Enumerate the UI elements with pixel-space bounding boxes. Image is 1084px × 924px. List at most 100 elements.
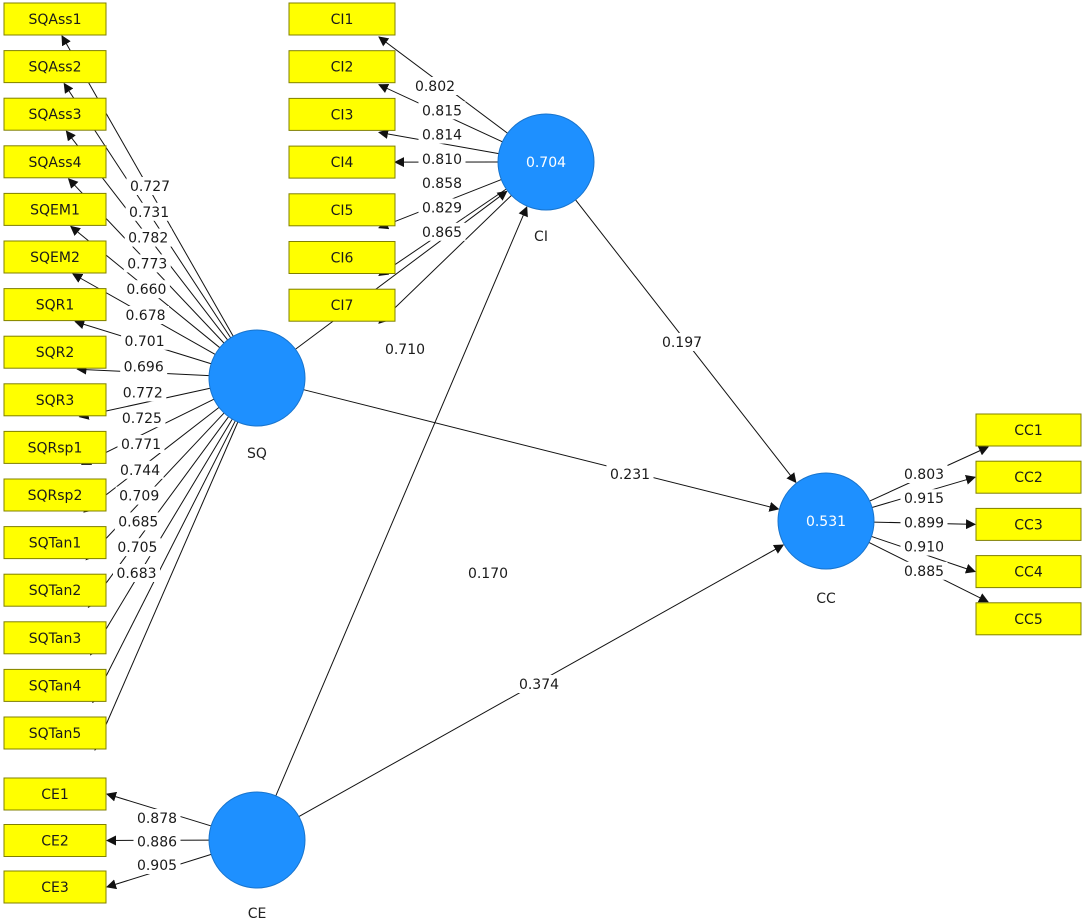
loading-label-ci4-value: 0.810 (422, 152, 462, 168)
indicator-cc4[interactable]: CC4 (975, 555, 1082, 589)
indicator-sqtan2[interactable]: SQTan2 (3, 573, 107, 607)
path-coef-sq-ci: 0.710 (381, 340, 429, 358)
indicator-label: SQTan1 (29, 536, 82, 552)
indicator-sqem2[interactable]: SQEM2 (3, 240, 107, 274)
indicator-ce2[interactable]: CE2 (3, 824, 107, 857)
indicator-box (3, 478, 107, 512)
loading-label-sqr1: 0.701 (121, 331, 169, 350)
indicator-label: SQR1 (36, 298, 75, 314)
loading-label-ce3-value: 0.905 (137, 858, 177, 874)
loading-label-sqtan4: 0.705 (113, 538, 161, 557)
loading-label-ce2: 0.886 (133, 832, 181, 851)
loading-label-sqass3: 0.782 (124, 228, 172, 247)
path-coef-ce-ci: 0.170 (464, 564, 512, 582)
loading-arrow-sqtan1 (85, 412, 225, 561)
indicator-ci7[interactable]: CI7 (288, 288, 396, 322)
indicator-cc5[interactable]: CC5 (975, 602, 1082, 636)
indicator-sqtan3[interactable]: SQTan3 (3, 621, 107, 655)
indicator-cc3[interactable]: CC3 (975, 507, 1082, 541)
indicator-sqass3[interactable]: SQAss3 (3, 97, 107, 131)
indicator-sqr1[interactable]: SQR1 (3, 288, 107, 322)
loading-label-sqr3-value: 0.772 (123, 385, 163, 401)
path-coef-sq-cc: 0.231 (606, 465, 654, 483)
indicator-sqtan5[interactable]: SQTan5 (3, 716, 107, 750)
loading-label-cc1-value: 0.803 (904, 467, 944, 483)
indicator-sqrsp1[interactable]: SQRsp1 (3, 430, 107, 464)
path-arrow-ce-to-ci (275, 206, 528, 797)
loading-label-sqtan5-value: 0.683 (116, 566, 156, 582)
path-coef-ce-cc: 0.374 (515, 675, 563, 693)
loading-label-ci1-value: 0.802 (415, 79, 455, 95)
latent-ce[interactable]: CE (208, 791, 306, 922)
path-coef-ci-cc-value: 0.197 (662, 335, 702, 351)
indicator-box (975, 413, 1082, 447)
indicator-box (3, 573, 107, 607)
latent-name: CC (816, 591, 836, 607)
latent-circle (497, 113, 595, 211)
indicator-cc2[interactable]: CC2 (975, 460, 1082, 494)
indicator-label: SQAss2 (29, 60, 82, 76)
indicator-sqass4[interactable]: SQAss4 (3, 145, 107, 179)
indicator-label: CE1 (41, 787, 69, 803)
indicator-box (3, 824, 107, 857)
indicator-sqr3[interactable]: SQR3 (3, 383, 107, 417)
indicator-box (3, 621, 107, 655)
indicator-box (975, 460, 1082, 494)
loading-label-sqem1-value: 0.660 (126, 282, 166, 298)
loading-label-cc5-value: 0.885 (904, 564, 944, 580)
loading-label-sqass3-value: 0.782 (128, 231, 168, 247)
indicator-box (3, 383, 107, 417)
indicator-label: CE2 (41, 834, 69, 850)
loading-label-ci5: 0.858 (418, 174, 466, 193)
loading-label-sqem2-value: 0.678 (125, 308, 165, 324)
indicator-ci6[interactable]: CI6 (288, 241, 396, 274)
indicator-ci1[interactable]: CI1 (288, 2, 396, 36)
loading-label-ci6: 0.829 (418, 198, 466, 217)
indicator-cc1[interactable]: CC1 (975, 413, 1082, 447)
indicator-sqtan4[interactable]: SQTan4 (3, 668, 107, 702)
loading-label-sqtan5: 0.683 (113, 564, 160, 582)
latent-circle (208, 329, 306, 427)
loading-label-cc3-value: 0.899 (904, 515, 944, 531)
indicator-sqtan1[interactable]: SQTan1 (3, 526, 107, 560)
indicator-box (3, 668, 107, 702)
indicator-ci2[interactable]: CI2 (288, 50, 396, 84)
indicator-sqass2[interactable]: SQAss2 (3, 50, 107, 84)
indicator-ci3[interactable]: CI3 (288, 97, 396, 131)
indicator-label: CI6 (331, 251, 354, 267)
indicator-sqr2[interactable]: SQR2 (3, 335, 107, 369)
indicator-ci5[interactable]: CI5 (288, 193, 396, 227)
indicator-box (3, 716, 107, 750)
loading-label-sqtan1-value: 0.744 (120, 463, 160, 479)
indicator-box (3, 335, 107, 369)
loading-label-cc5: 0.885 (900, 561, 948, 580)
loading-label-sqr1-value: 0.701 (125, 334, 165, 350)
loading-arrow-sqtan4 (92, 420, 236, 704)
loading-label-sqass1-value: 0.727 (130, 179, 170, 195)
indicator-ci4[interactable]: CI4 (288, 145, 396, 179)
indicator-sqem1[interactable]: SQEM1 (3, 192, 107, 226)
indicator-sqrsp2[interactable]: SQRsp2 (3, 478, 107, 512)
indicator-box (288, 97, 396, 131)
indicator-ce3[interactable]: CE3 (3, 870, 107, 904)
indicator-label: SQEM2 (30, 250, 80, 266)
indicator-box (288, 2, 396, 36)
indicator-sqass1[interactable]: SQAss1 (3, 2, 107, 36)
loading-label-sqtan2: 0.709 (115, 486, 163, 505)
loading-label-sqass2-value: 0.731 (129, 205, 169, 221)
indicator-box (975, 507, 1082, 541)
loading-label-cc3: 0.899 (900, 513, 948, 532)
indicator-label: CC1 (1014, 423, 1042, 439)
loading-label-ce1-value: 0.878 (137, 811, 177, 827)
indicator-label: CI1 (331, 12, 354, 28)
indicator-ce1[interactable]: CE1 (3, 777, 107, 811)
indicator-box (288, 50, 396, 84)
indicator-label: SQAss1 (29, 12, 82, 28)
loading-label-sqrsp1-value: 0.725 (122, 411, 162, 427)
indicator-box (3, 240, 107, 274)
latent-sq[interactable]: SQ (208, 329, 306, 462)
indicator-box (3, 870, 107, 904)
